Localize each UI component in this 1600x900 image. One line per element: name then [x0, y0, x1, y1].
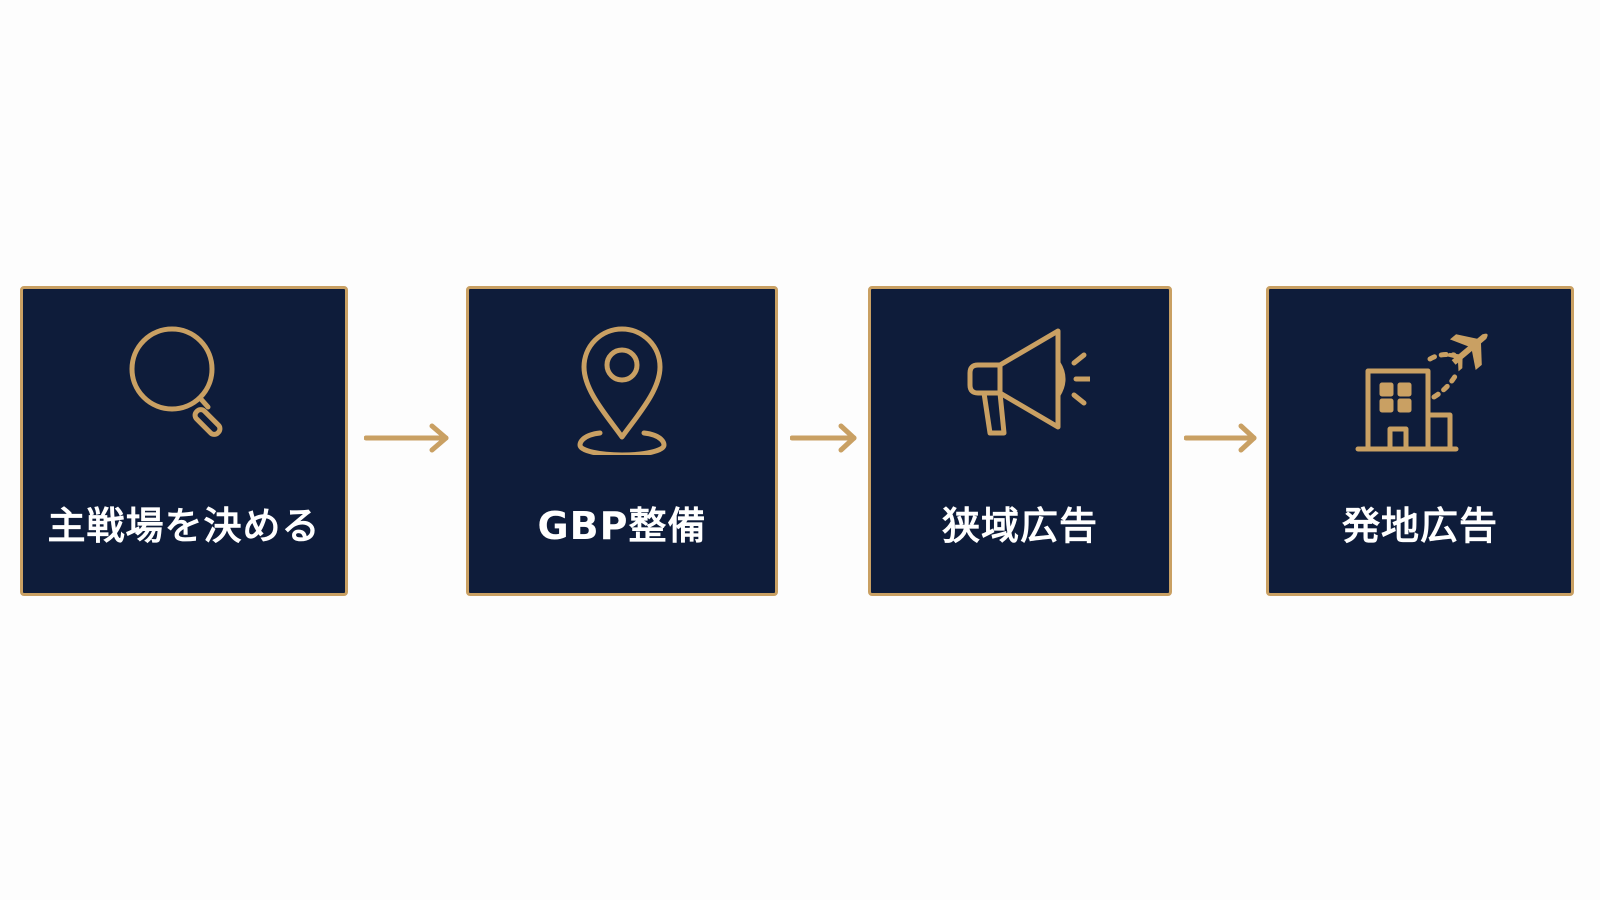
step-label: 主戦場を決める — [47, 504, 321, 548]
step-box-2: GBP整備 — [466, 286, 778, 596]
megaphone-icon — [950, 325, 1090, 455]
building-airplane-icon — [1350, 325, 1490, 455]
step-label: 発地広告 — [1341, 504, 1498, 548]
step-box-1: 主戦場を決める — [20, 286, 348, 596]
step-label: GBP整備 — [537, 504, 707, 548]
map-pin-icon — [552, 325, 692, 455]
search-icon — [114, 325, 254, 455]
step-box-3: 狭域広告 — [868, 286, 1172, 596]
arrow-right-icon — [1184, 423, 1258, 453]
step-label: 狭域広告 — [941, 504, 1098, 548]
step-box-4: 発地広告 — [1266, 286, 1574, 596]
arrow-right-icon — [790, 423, 858, 453]
arrow-right-icon — [364, 423, 450, 453]
